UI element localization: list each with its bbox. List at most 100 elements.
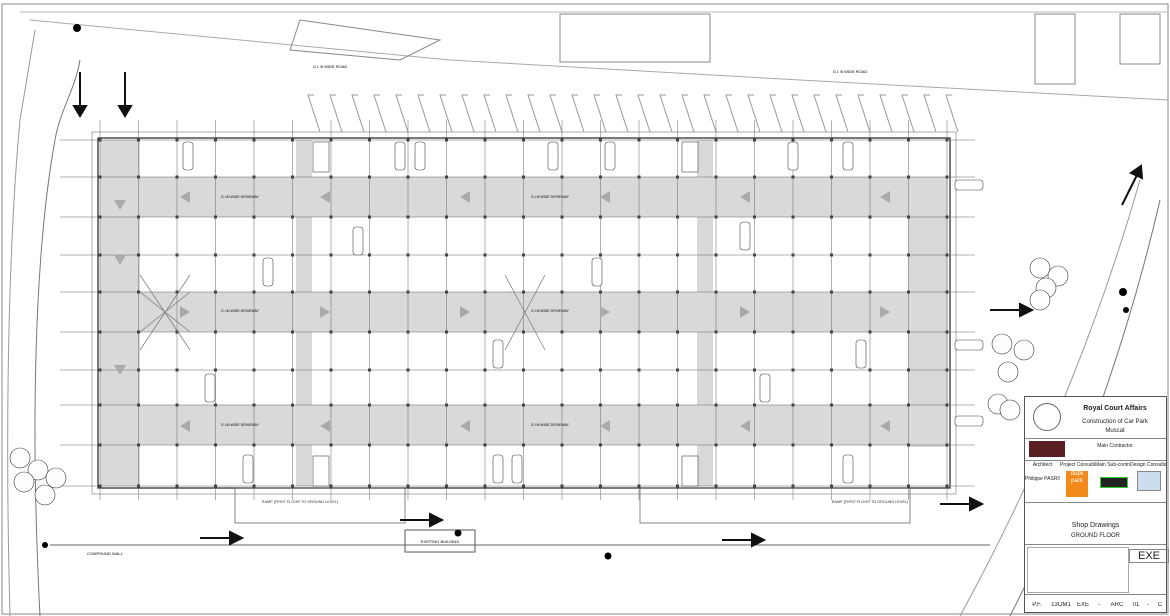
- sheet-title-section: Shop Drawings GROUND FLOOR: [1025, 519, 1166, 545]
- car: [204, 373, 216, 403]
- column: [753, 443, 756, 447]
- column: [214, 175, 217, 179]
- column: [945, 368, 949, 372]
- arrow-right: [880, 306, 890, 318]
- column: [753, 253, 756, 257]
- column: [791, 368, 795, 372]
- architect-name: Philippe PASRIS: [1025, 476, 1060, 482]
- consultants-section: Architect Project Consultant Main Sub-co…: [1025, 461, 1166, 503]
- road-label-1: G.I. B WIDE ROAD: [313, 64, 348, 69]
- angled-stall: [725, 94, 739, 133]
- column: [252, 138, 256, 142]
- footer-cell-5: ARC: [1110, 602, 1124, 608]
- car: [604, 141, 616, 171]
- column: [252, 443, 256, 447]
- arrow-left: [180, 191, 190, 203]
- column: [329, 443, 333, 447]
- angled-stall: [659, 94, 673, 133]
- column: [98, 443, 102, 447]
- angled-stall: [483, 94, 497, 133]
- column: [291, 290, 294, 294]
- column: [483, 253, 487, 257]
- column: [560, 484, 564, 488]
- driveway-label-6: G.I.M WIDE DRIVEWAY: [531, 423, 570, 427]
- angled-stall: [813, 94, 827, 133]
- sub-contractor-logo: [1100, 477, 1128, 488]
- angled-stall: [747, 94, 761, 133]
- column: [637, 253, 641, 257]
- column: [483, 215, 487, 219]
- column: [175, 253, 179, 257]
- column: [791, 403, 795, 407]
- column: [291, 368, 294, 372]
- project-line-1: Construction of Car Park: [1082, 419, 1148, 425]
- angled-stall: [879, 94, 893, 133]
- column: [907, 443, 910, 447]
- column: [676, 330, 679, 334]
- column: [868, 443, 872, 447]
- column: [445, 215, 448, 219]
- column: [830, 175, 833, 179]
- road-edge-right-2: [959, 179, 1141, 616]
- column: [714, 138, 718, 142]
- column: [291, 484, 294, 488]
- column: [753, 330, 756, 334]
- column: [868, 138, 872, 142]
- column: [560, 290, 564, 294]
- car: [414, 141, 426, 171]
- column: [945, 330, 949, 334]
- column: [214, 215, 217, 219]
- car: [954, 415, 984, 427]
- column: [406, 253, 410, 257]
- column: [175, 403, 179, 407]
- arrow-left: [880, 191, 890, 203]
- column: [368, 138, 371, 142]
- road-edge-left: [34, 59, 81, 616]
- column: [714, 175, 718, 179]
- column: [137, 368, 140, 372]
- ramp-label-right: RAMP (FIRST FLOOR TO GROUND LEVEL): [832, 500, 909, 504]
- column: [329, 403, 333, 407]
- column: [791, 290, 795, 294]
- column: [445, 175, 448, 179]
- sheet-subtitle: GROUND FLOOR: [1070, 533, 1120, 539]
- column: [522, 443, 525, 447]
- column: [753, 484, 756, 488]
- column: [599, 215, 602, 219]
- angled-stall: [637, 94, 651, 133]
- arrow-left: [740, 420, 750, 432]
- survey-points: [42, 24, 1129, 560]
- angled-stall: [681, 94, 695, 133]
- column: [637, 290, 641, 294]
- column: [252, 330, 256, 334]
- angled-stall: [549, 94, 563, 133]
- angled-stall: [329, 94, 343, 133]
- column: [214, 330, 217, 334]
- angled-stall: [395, 94, 409, 133]
- column: [406, 484, 410, 488]
- column: [830, 484, 833, 488]
- stair-cores: [312, 141, 699, 487]
- column: [907, 253, 910, 257]
- column: [214, 403, 217, 407]
- column: [753, 138, 756, 142]
- column: [714, 443, 718, 447]
- north-road-edge: [29, 19, 1169, 101]
- column: [175, 484, 179, 488]
- column: [214, 253, 217, 257]
- column: [98, 290, 102, 294]
- column: [676, 290, 679, 294]
- footer-row: P.F. 13OM1 EXE - ARC 01 - C: [1025, 596, 1166, 613]
- angled-stall: [615, 94, 629, 133]
- column: [175, 443, 179, 447]
- column: [791, 330, 795, 334]
- column: [676, 175, 679, 179]
- column: [214, 443, 217, 447]
- column: [599, 175, 602, 179]
- column: [98, 175, 102, 179]
- angled-stall: [923, 94, 937, 133]
- contractor-logo: [1029, 441, 1065, 457]
- column: [522, 368, 525, 372]
- column: [945, 290, 949, 294]
